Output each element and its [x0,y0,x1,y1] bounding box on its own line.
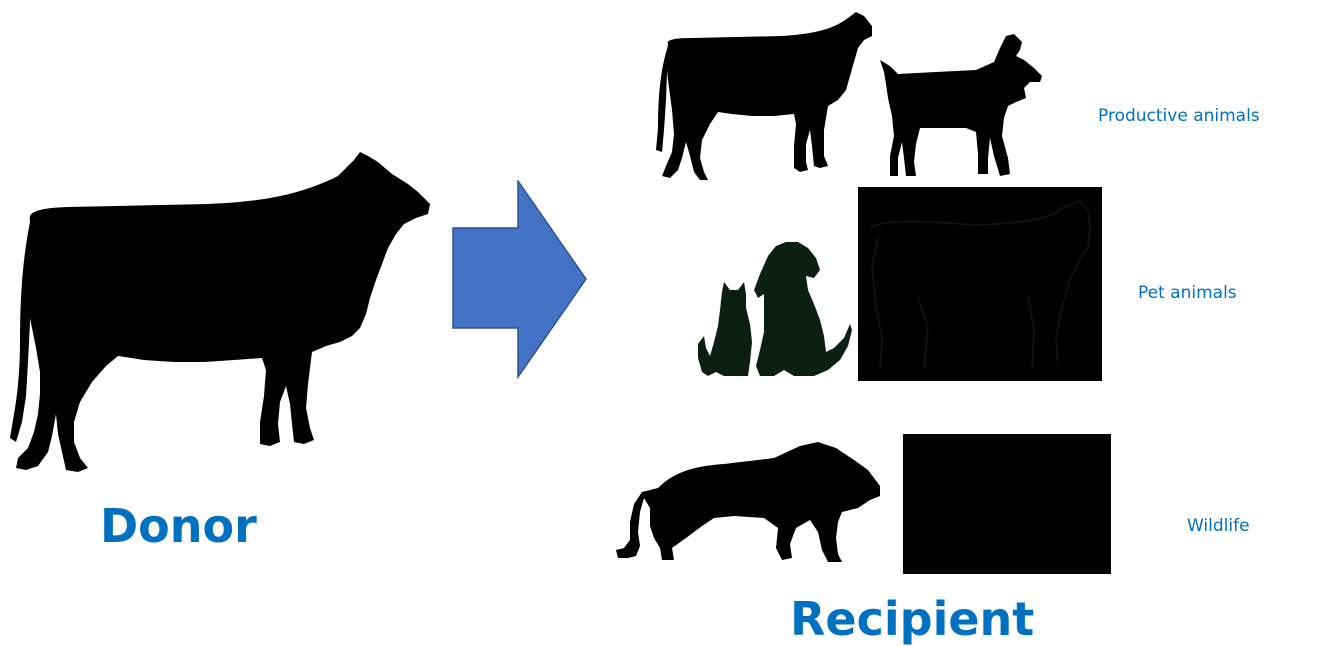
productive-animals-label: Productive animals [1098,108,1260,125]
recipient-label: Recipient [790,596,1034,642]
big-cat-silhouette-icon [614,442,882,566]
donor-label: Donor [100,503,257,549]
right-arrow-icon [452,180,588,380]
goat-silhouette-icon [876,32,1044,178]
productive-cow-icon [652,10,874,180]
horse-image-icon [858,187,1102,381]
donor-cow-icon [8,152,433,474]
cat-and-dog-silhouette-icon [694,238,854,378]
wildlife-label: Wildlife [1187,518,1250,535]
pet-animals-label: Pet animals [1138,285,1237,302]
wildlife-image-icon [903,434,1111,574]
